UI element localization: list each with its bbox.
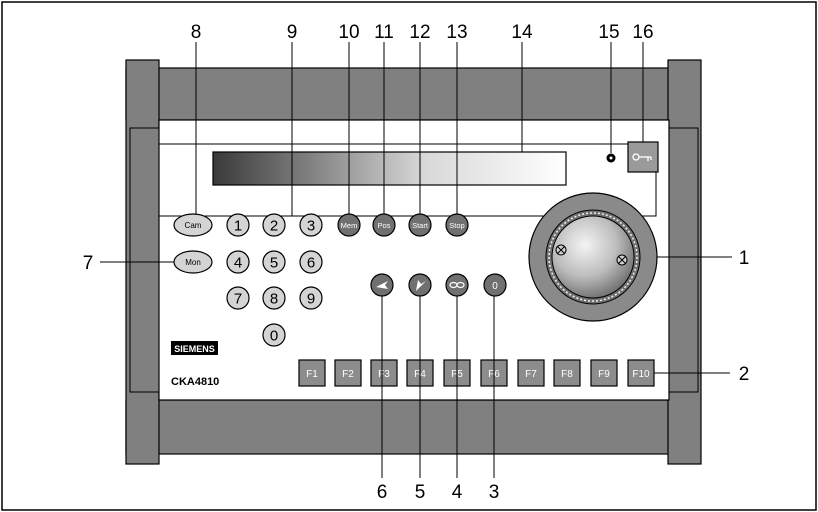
fkey-label: F10 [632, 369, 650, 380]
infinity-icon [449, 281, 465, 289]
left-handle [129, 127, 161, 393]
pos-button[interactable]: Pos [372, 213, 396, 237]
callout-4: 4 [452, 482, 463, 503]
digit-label: 9 [307, 291, 315, 308]
digit-1-button[interactable]: 1 [226, 213, 250, 237]
cam-button[interactable]: Cam [173, 213, 213, 237]
callout-3: 3 [489, 482, 500, 503]
fkey-label: F7 [525, 369, 537, 380]
digit-label: 1 [234, 218, 242, 235]
digit-label: 8 [270, 291, 278, 308]
digit-9-button[interactable]: 9 [299, 286, 323, 310]
digit-label: 0 [270, 328, 278, 345]
preset-b-button[interactable] [408, 273, 432, 297]
fkey-label: F1 [306, 369, 318, 380]
stop-button-label: Stop [449, 221, 464, 230]
brand-logo-text: SIEMENS [174, 344, 215, 354]
fkey-label: F2 [342, 369, 354, 380]
f7-key[interactable]: F7 [517, 359, 545, 387]
callout-13: 13 [446, 22, 467, 43]
mon-button[interactable]: Mon [173, 250, 213, 274]
airplane-turn-icon [416, 280, 426, 291]
digit-label: 6 [307, 255, 315, 272]
digit-label: 5 [270, 255, 278, 272]
callout-7: 7 [83, 253, 94, 274]
callout-1: 1 [739, 248, 750, 269]
mem-button-label: Mem [341, 221, 358, 230]
callout-10: 10 [338, 22, 359, 43]
callout-16: 16 [632, 22, 653, 43]
f2-key[interactable]: F2 [334, 359, 362, 387]
zero-special-button[interactable]: 0 [483, 273, 507, 297]
mem-button[interactable]: Mem [337, 213, 361, 237]
callout-8: 8 [191, 22, 202, 43]
stop-button[interactable]: Stop [445, 213, 469, 237]
fkey-label: F3 [378, 369, 390, 380]
f8-key[interactable]: F8 [553, 359, 581, 387]
callout-15: 15 [598, 22, 619, 43]
callout-12: 12 [409, 22, 430, 43]
start-button[interactable]: Start [408, 213, 432, 237]
lcd-display [212, 151, 567, 186]
airplane-icon [376, 281, 388, 289]
joystick-screw-left-icon [555, 244, 567, 256]
pos-button-label: Pos [378, 221, 391, 230]
digit-3-button[interactable]: 3 [299, 213, 323, 237]
f9-key[interactable]: F9 [590, 359, 618, 387]
zero-special-label: 0 [492, 281, 498, 292]
bottom-frame-bar [125, 399, 695, 455]
brand-logo [171, 341, 218, 355]
digit-7-button[interactable]: 7 [226, 286, 250, 310]
preset-a-button[interactable] [370, 273, 394, 297]
key-icon [632, 153, 652, 161]
model-label: CKA4810 [171, 376, 219, 388]
joystick-screw-right-icon [616, 254, 628, 266]
digit-5-button[interactable]: 5 [262, 250, 286, 274]
panel-outline [159, 143, 657, 217]
digit-8-button[interactable]: 8 [262, 286, 286, 310]
digit-2-button[interactable]: 2 [262, 213, 286, 237]
right-handle [667, 127, 699, 393]
f10-key[interactable]: F10 [627, 359, 655, 387]
tour-button[interactable] [445, 273, 469, 297]
callout-14: 14 [511, 22, 533, 43]
fkey-label: F9 [598, 369, 610, 380]
digit-4-button[interactable]: 4 [226, 250, 250, 274]
mon-button-label: Mon [185, 258, 201, 267]
digit-label: 2 [270, 218, 278, 235]
digit-label: 4 [234, 255, 242, 272]
callout-leaders [100, 42, 732, 478]
digit-label: 3 [307, 218, 315, 235]
callout-9: 9 [287, 22, 298, 43]
top-frame-bar [125, 67, 695, 121]
joystick[interactable] [528, 192, 658, 322]
key-switch[interactable] [627, 141, 659, 173]
digit-0-button[interactable]: 0 [262, 323, 286, 347]
digit-label: 7 [234, 291, 242, 308]
callout-2: 2 [739, 364, 750, 385]
f3-key[interactable]: F3 [370, 359, 398, 387]
fkey-label: F8 [561, 369, 573, 380]
digit-6-button[interactable]: 6 [299, 250, 323, 274]
start-button-label: Start [412, 221, 429, 230]
callout-6: 6 [377, 482, 388, 503]
callout-11: 11 [374, 22, 394, 43]
cam-button-label: Cam [185, 221, 202, 230]
callout-5: 5 [415, 482, 426, 503]
f1-key[interactable]: F1 [298, 359, 326, 387]
